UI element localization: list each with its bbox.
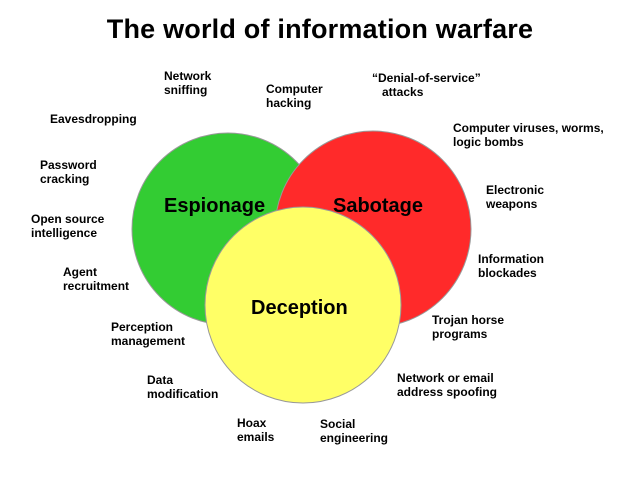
term-network-spoofing: Network or email address spoofing xyxy=(397,371,498,399)
term-information-blockades: Information blockades xyxy=(478,252,544,280)
deception-circle xyxy=(204,206,402,404)
term-computer-hacking: Computer hacking xyxy=(266,82,323,110)
term-denial-of-service: “Denial-of-service” attacks xyxy=(372,71,481,99)
term-network-sniffing: Network sniffing xyxy=(164,69,212,97)
term-perception-management: Perception management xyxy=(111,320,186,348)
sabotage-label: Sabotage xyxy=(333,195,423,217)
term-computer-viruses: Computer viruses, worms, logic bombs xyxy=(453,121,604,149)
deception-label: Deception xyxy=(251,297,348,319)
term-social-engineering: Social engineering xyxy=(320,417,389,445)
term-electronic-weapons: Electronic weapons xyxy=(486,183,545,211)
term-data-modification: Data modification xyxy=(147,373,219,401)
term-hoax-emails: Hoax emails xyxy=(237,416,275,444)
term-agent-recruitment: Agent recruitment xyxy=(63,265,130,293)
term-password-cracking: Password cracking xyxy=(40,158,97,186)
diagram-title: The world of information warfare xyxy=(106,14,534,44)
term-eavesdropping: Eavesdropping xyxy=(50,112,137,126)
term-open-source-intelligence: Open source intelligence xyxy=(31,212,105,240)
espionage-label: Espionage xyxy=(164,195,265,217)
term-trojan-horse: Trojan horse programs xyxy=(432,313,505,341)
